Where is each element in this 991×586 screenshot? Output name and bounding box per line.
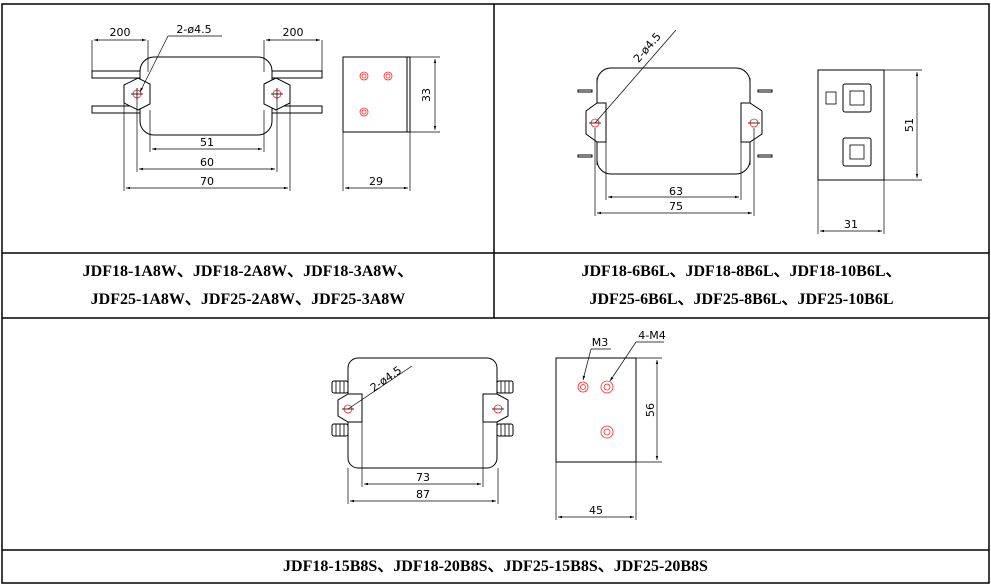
panel-3-dimension-lines [347, 365, 499, 504]
panel-1-dim-51: 51 [200, 136, 214, 149]
panel-1-drawing: 200 200 2-ø4.5 51 60 70 33 29 [91, 23, 440, 191]
panel-1-side-view [342, 56, 440, 191]
panel-1-dim-depth: 29 [369, 175, 383, 188]
panel-1-dim-lead-left: 200 [110, 26, 131, 39]
panel-2-models-line1: JDF18-6B6L、JDF18-8B6L、JDF18-10B6L、 [581, 263, 902, 280]
table-grid [1, 3, 990, 584]
panel-3-drawing: 2-ø4.5 73 87 M3 4-M4 56 45 [331, 329, 666, 520]
panel-2-dimension-lines [594, 29, 755, 216]
panel-3-dim-87: 87 [416, 488, 430, 501]
panel-2-mount-ears [585, 78, 763, 165]
panel-3-dim-m4: 4-M4 [638, 329, 665, 342]
panel-3-dim-height: 56 [644, 403, 657, 417]
panel-3-body-front [347, 357, 498, 469]
panel-3-side-view [555, 341, 664, 520]
panel-1-dim-hole: 2-ø4.5 [176, 23, 211, 36]
panel-2-dim-height: 51 [903, 118, 916, 132]
panel-3-terminals [331, 380, 514, 437]
panel-1-dim-height: 33 [420, 88, 433, 102]
panel-2-dim-depth: 31 [844, 218, 858, 231]
panel-3-mount-ears [337, 393, 509, 423]
panel-2-models-line2: JDF25-6B6L、JDF25-8B6L、JDF25-10B6L [589, 291, 894, 308]
panel-3-models-line1: JDF18-15B8S、JDF18-20B8S、JDF25-15B8S、JDF2… [283, 558, 708, 575]
panel-1-dimension-lines [91, 35, 323, 191]
panel-3-dim-73: 73 [416, 471, 430, 484]
panel-3-dim-depth: 45 [589, 504, 603, 517]
panel-2-pins [577, 89, 773, 158]
panel-1-models-line2: JDF25-1A8W、JDF25-2A8W、JDF25-3A8W [90, 291, 406, 308]
panel-2-body-front [596, 67, 751, 175]
panel-2-dim-75: 75 [669, 200, 683, 213]
panel-2-drawing: 2-ø4.5 63 75 51 31 [577, 29, 922, 234]
panel-1-dim-60: 60 [200, 156, 214, 169]
panel-2-dim-hole: 2-ø4.5 [631, 30, 664, 65]
panel-2-dim-63: 63 [669, 185, 683, 198]
panel-1-dim-lead-right: 200 [283, 26, 304, 39]
panel-1-body-front [139, 56, 273, 136]
panel-2-side-view [817, 69, 922, 234]
panel-3-dim-m3: M3 [592, 336, 609, 349]
panel-1-models-line1: JDF18-1A8W、JDF18-2A8W、JDF18-3A8W、 [82, 263, 414, 280]
panel-1-dim-70: 70 [200, 175, 214, 188]
